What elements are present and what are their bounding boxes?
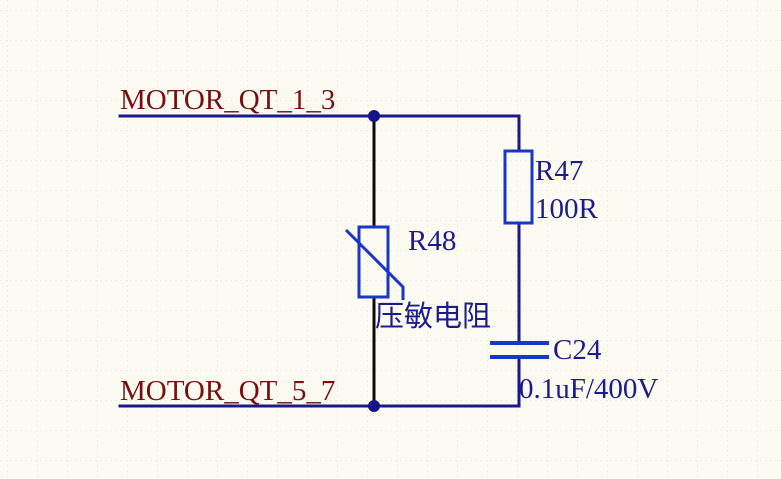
r47-resistor-body[interactable] xyxy=(503,149,534,225)
c24-value: 0.1uF/400V xyxy=(519,373,658,405)
junction-dot-bottom xyxy=(368,400,380,412)
junction-dot-top xyxy=(368,110,380,122)
r47-value: 100R xyxy=(535,193,599,225)
r48-value: 压敏电阻 xyxy=(375,300,491,333)
r48-varistor-body xyxy=(357,225,390,299)
r48-varistor-diagonal xyxy=(344,228,405,300)
net-label-bottom: MOTOR_QT_5_7 xyxy=(120,375,335,407)
c24-capacitor-symbol[interactable] xyxy=(490,341,549,359)
wires xyxy=(118,114,521,408)
r47-designator: R47 xyxy=(535,155,583,187)
r48-varistor-symbol[interactable] xyxy=(344,225,405,300)
c24-designator: C24 xyxy=(553,334,602,366)
net-label-top: MOTOR_QT_1_3 xyxy=(120,84,335,116)
r48-designator: R48 xyxy=(408,225,456,257)
